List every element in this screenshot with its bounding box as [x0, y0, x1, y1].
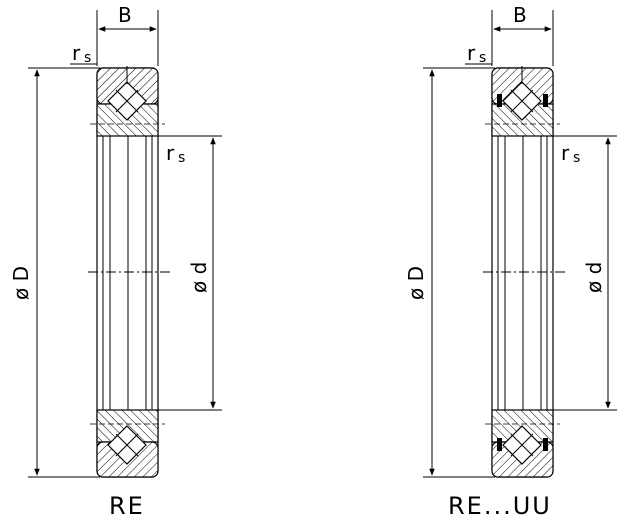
inner-diameter-dimension: ø d: [155, 135, 222, 411]
inner-diameter-dimension: ø d: [550, 135, 617, 411]
seals-bottom: [497, 438, 548, 451]
radius-inner-sub: s: [573, 150, 580, 166]
outer-diameter-label: ø D: [9, 266, 33, 300]
inner-diameter-label: ø d: [187, 262, 211, 293]
inner-diameter-label: ø d: [582, 262, 606, 293]
radius-top-r: r: [467, 41, 476, 65]
radius-label-top: r s: [465, 41, 492, 66]
radius-top-r: r: [72, 41, 81, 65]
drawing-re: B r s ø D ø d r s: [9, 3, 222, 520]
radius-inner-sub: s: [178, 150, 185, 166]
width-label: B: [513, 3, 527, 27]
outer-diameter-dimension: ø D: [9, 67, 100, 478]
outer-diameter-label: ø D: [404, 266, 428, 300]
caption-re: RE: [109, 492, 145, 520]
width-label: B: [118, 3, 132, 27]
drawing-re-uu: B r s ø D ø d r s: [404, 3, 617, 520]
outer-diameter-dimension: ø D: [404, 67, 495, 478]
bearing-section: [90, 66, 165, 478]
radius-label-inner: r s: [561, 141, 580, 166]
radius-label-top: r s: [70, 41, 97, 66]
caption-re-uu: RE...UU: [448, 492, 552, 520]
width-dimension: B: [96, 3, 159, 66]
radius-top-sub: s: [84, 50, 91, 66]
bearing-section: [485, 66, 560, 478]
radius-inner-r: r: [561, 141, 570, 165]
radius-top-sub: s: [479, 50, 486, 66]
radius-inner-r: r: [166, 141, 175, 165]
radius-label-inner: r s: [166, 141, 185, 166]
seals-top: [497, 94, 548, 107]
width-dimension: B: [491, 3, 554, 66]
